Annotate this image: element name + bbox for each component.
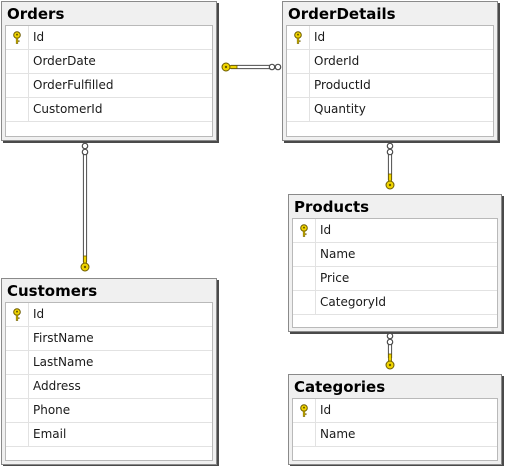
one-end-key-icon xyxy=(221,62,238,72)
column-name: OrderFulfilled xyxy=(33,78,114,92)
many-end-icon xyxy=(386,142,394,150)
column-name: Phone xyxy=(33,403,71,417)
table-title-products: Products xyxy=(294,198,370,216)
many-end-icon xyxy=(268,63,276,71)
column-row[interactable]: LastName xyxy=(6,351,212,375)
primary-key-icon xyxy=(293,31,303,44)
table-title-orders: Orders xyxy=(7,5,65,23)
table-customers[interactable]: Customers Id FirstName LastName Address … xyxy=(1,278,217,465)
column-list-categories: Id Name xyxy=(292,398,498,461)
column-row[interactable]: Id xyxy=(293,399,497,423)
column-name: LastName xyxy=(33,355,94,369)
column-row[interactable]: Name xyxy=(293,243,497,267)
column-name: Name xyxy=(320,427,356,441)
column-row[interactable]: OrderFulfilled xyxy=(6,74,212,98)
many-end-icon xyxy=(81,142,89,150)
column-name: Id xyxy=(33,30,45,44)
many-end-icon xyxy=(274,63,282,71)
column-row[interactable]: Id xyxy=(287,26,493,50)
column-row[interactable]: Address xyxy=(6,375,212,399)
column-name: Id xyxy=(320,223,332,237)
column-name: Id xyxy=(320,403,332,417)
many-end-icon xyxy=(386,148,394,156)
column-row[interactable]: Name xyxy=(293,423,497,447)
many-end-icon xyxy=(81,148,89,156)
table-orders[interactable]: Orders Id OrderDate OrderFulfilled Custo… xyxy=(1,1,217,141)
column-row[interactable]: Id xyxy=(293,219,497,243)
table-title-customers: Customers xyxy=(7,282,98,300)
column-row[interactable]: Phone xyxy=(6,399,212,423)
column-row[interactable]: CategoryId xyxy=(293,291,497,315)
table-orderdetails[interactable]: OrderDetails Id OrderId ProductId Quanti… xyxy=(282,1,498,141)
table-title-categories: Categories xyxy=(294,378,386,396)
column-name: CategoryId xyxy=(320,295,386,309)
column-row[interactable]: OrderDate xyxy=(6,50,212,74)
column-row[interactable]: Email xyxy=(6,423,212,447)
one-end-key-icon xyxy=(385,353,395,370)
column-row[interactable]: OrderId xyxy=(287,50,493,74)
column-name: Price xyxy=(320,271,350,285)
column-row[interactable]: ProductId xyxy=(287,74,493,98)
table-title-orderdetails: OrderDetails xyxy=(288,5,396,23)
column-name: Id xyxy=(33,307,45,321)
column-row[interactable]: FirstName xyxy=(6,327,212,351)
primary-key-icon xyxy=(299,404,309,417)
column-name: ProductId xyxy=(314,78,371,92)
relationship-orders-orderdetails[interactable] xyxy=(231,64,270,70)
column-list-customers: Id FirstName LastName Address Phone Emai… xyxy=(5,302,213,461)
primary-key-icon xyxy=(299,224,309,237)
primary-key-icon xyxy=(12,31,22,44)
column-row[interactable]: Id xyxy=(6,303,212,327)
column-name: Address xyxy=(33,379,81,393)
column-list-orderdetails: Id OrderId ProductId Quantity xyxy=(286,25,494,137)
column-name: Quantity xyxy=(314,102,366,116)
one-end-key-icon xyxy=(80,255,90,272)
table-categories[interactable]: Categories Id Name xyxy=(288,374,502,465)
many-end-icon xyxy=(386,338,394,346)
column-name: OrderDate xyxy=(33,54,96,68)
column-list-orders: Id OrderDate OrderFulfilled CustomerId xyxy=(5,25,213,137)
column-row[interactable]: Quantity xyxy=(287,98,493,122)
column-name: Name xyxy=(320,247,356,261)
column-row[interactable]: Id xyxy=(6,26,212,50)
column-name: Id xyxy=(314,30,326,44)
one-end-key-icon xyxy=(385,173,395,190)
relationship-customers-orders[interactable] xyxy=(82,154,88,262)
primary-key-icon xyxy=(12,308,22,321)
column-name: FirstName xyxy=(33,331,94,345)
column-row[interactable]: Price xyxy=(293,267,497,291)
column-row[interactable]: CustomerId xyxy=(6,98,212,122)
many-end-icon xyxy=(386,332,394,340)
table-products[interactable]: Products Id Name Price CategoryId xyxy=(288,194,502,332)
column-list-products: Id Name Price CategoryId xyxy=(292,218,498,328)
column-name: CustomerId xyxy=(33,102,103,116)
column-name: OrderId xyxy=(314,54,360,68)
column-name: Email xyxy=(33,427,67,441)
